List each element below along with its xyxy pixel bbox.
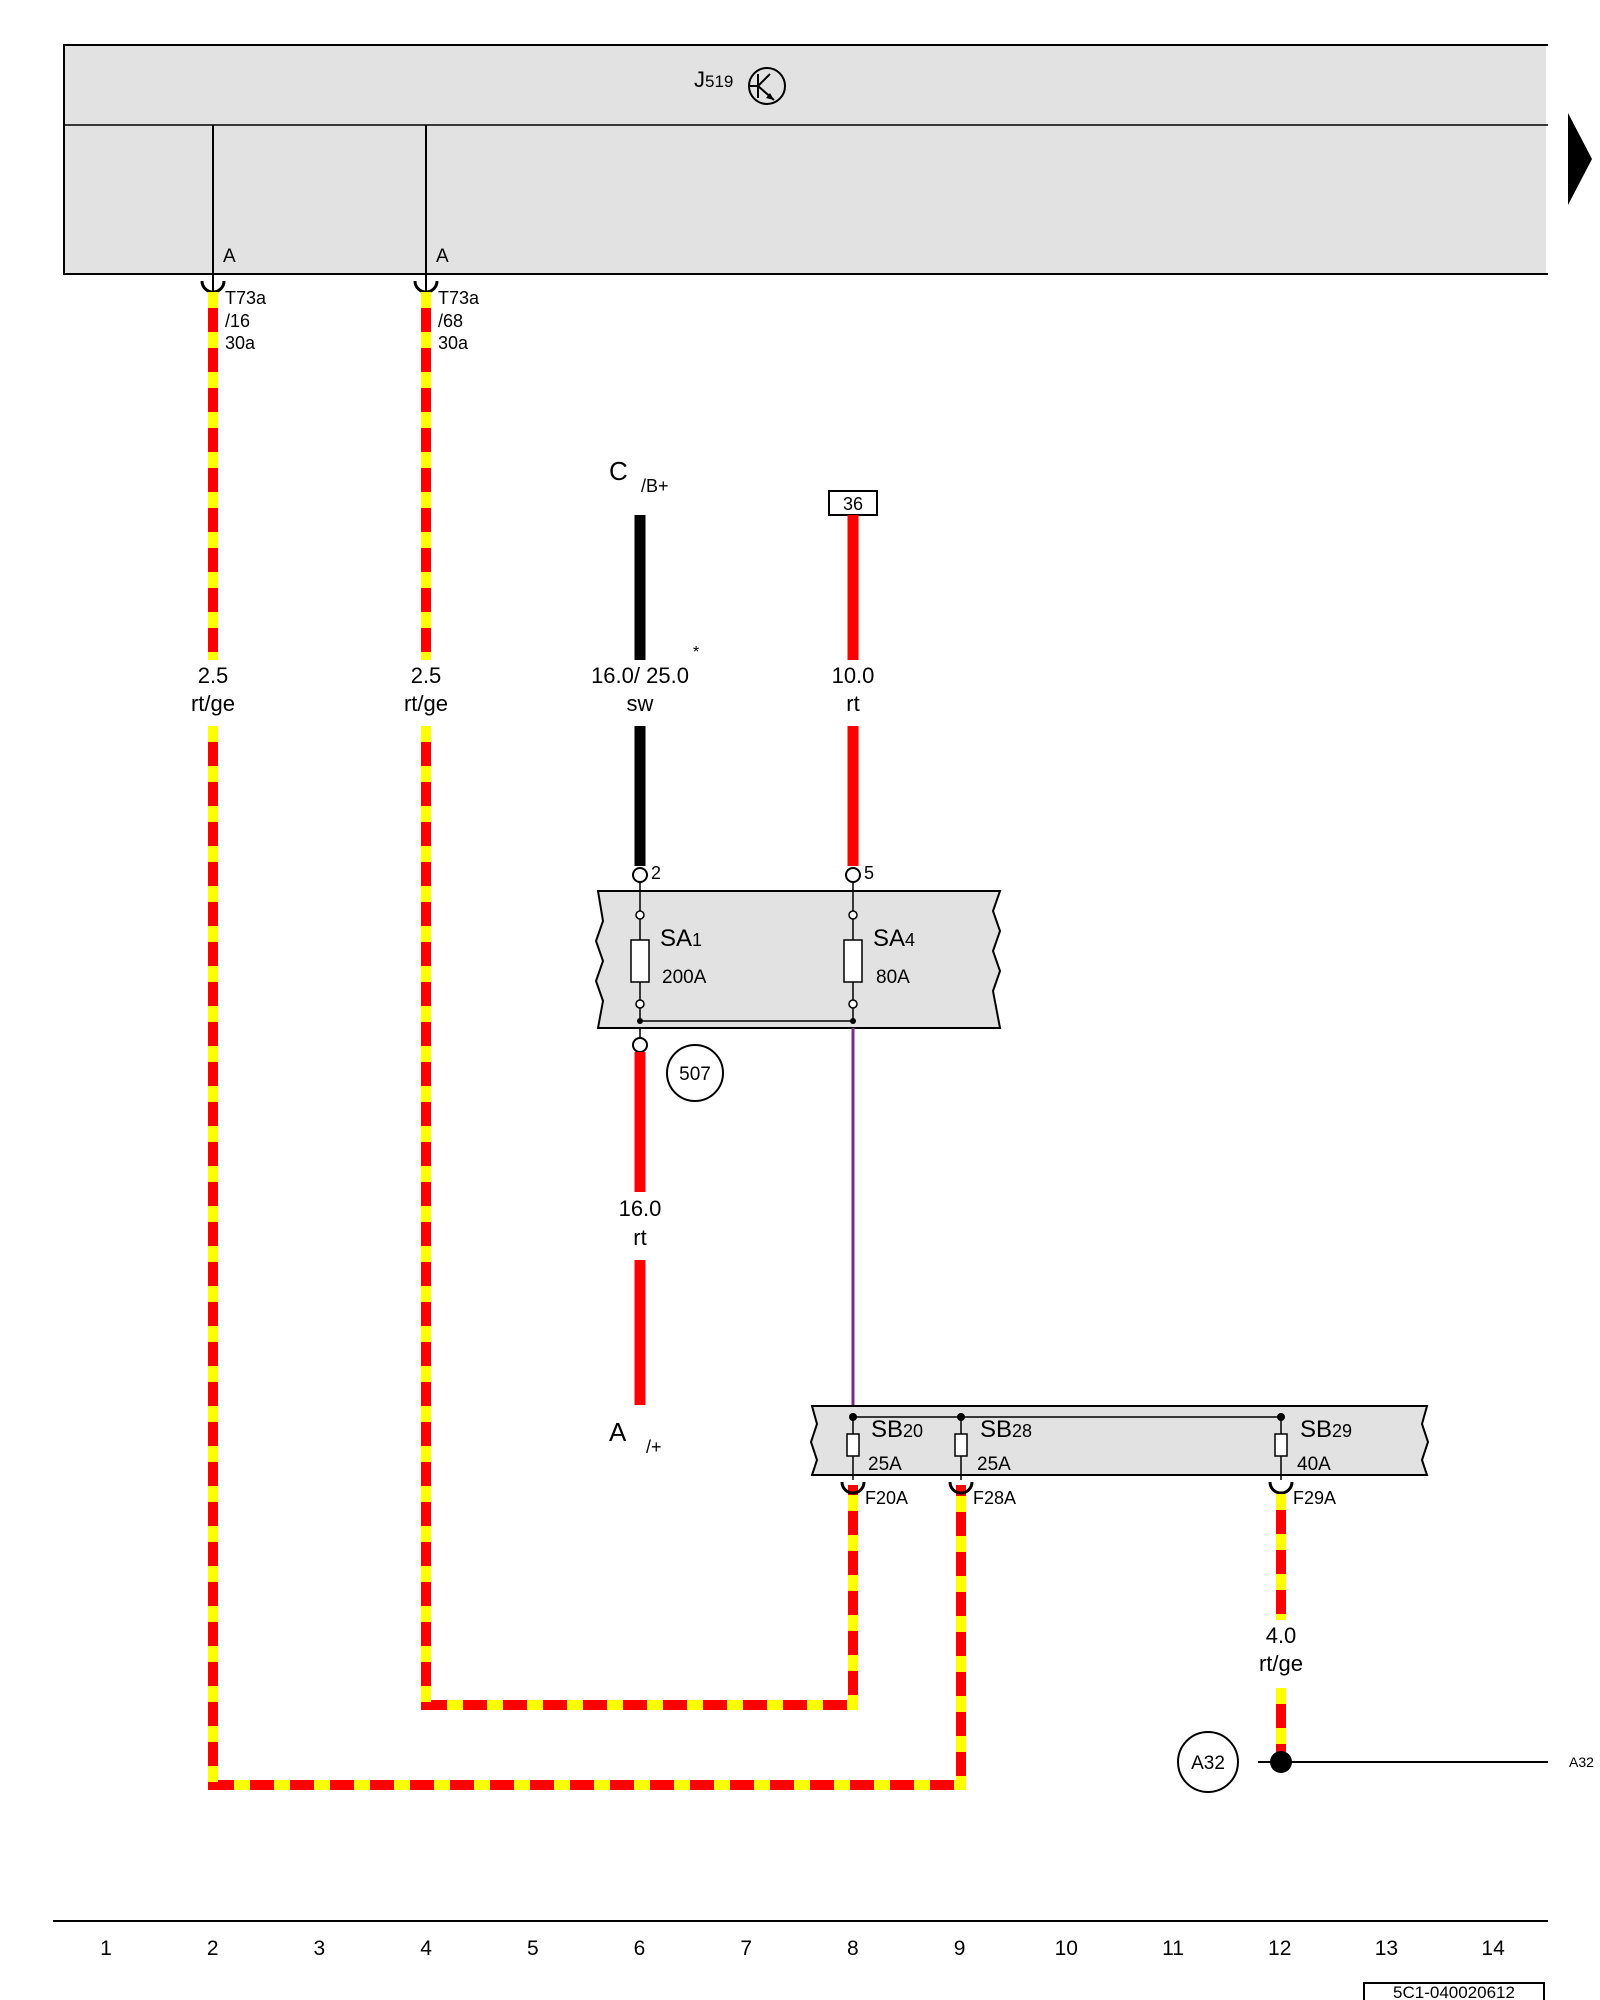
wire-size-label: 2.5: [411, 663, 442, 688]
ruler-number: 5: [527, 1937, 539, 1960]
wire-color-label: sw: [627, 691, 654, 716]
ruler-number: 10: [1055, 1937, 1078, 1960]
svg-text:30a: 30a: [225, 333, 256, 353]
reference-507: 507: [666, 1044, 724, 1102]
wire-2-5-rtge-2: [421, 292, 858, 1710]
wire-size-label: 16.0: [619, 1196, 662, 1221]
wire-2-5-rtge-1: [208, 292, 966, 1790]
wire-size-label: 4.0: [1266, 1623, 1297, 1648]
svg-text:A: A: [436, 246, 449, 267]
svg-text:/16: /16: [225, 311, 250, 331]
ruler-number: 14: [1481, 1937, 1505, 1960]
ruler-number: 1: [100, 1937, 112, 1960]
svg-text:36: 36: [843, 494, 863, 514]
wire-color-label: rt/ge: [191, 691, 235, 716]
continuation-label: A32: [1569, 1754, 1594, 1770]
fuse-sa1-rating: 200A: [662, 967, 707, 988]
wire-size-label: 2.5: [198, 663, 229, 688]
connection-a-plus: A /+: [609, 1417, 662, 1457]
fuse-sb28-icon: [954, 1433, 968, 1457]
wire-color-label: rt/ge: [1259, 1651, 1303, 1676]
svg-text:T73a: T73a: [225, 288, 267, 308]
ruler-number: 12: [1268, 1937, 1291, 1960]
connection-c-bplus: C /B+: [609, 456, 669, 496]
fuse-sb29-rating: 40A: [1297, 1454, 1331, 1475]
ruler-number: 13: [1375, 1937, 1398, 1960]
svg-text:A: A: [609, 1417, 627, 1447]
svg-text:C: C: [609, 456, 628, 486]
fuse-sb20-rating: 25A: [868, 1454, 902, 1475]
transistor-icon: [748, 67, 786, 105]
junction-a32: A32 A32: [1177, 1731, 1594, 1793]
ruler-number: 7: [740, 1937, 752, 1960]
wire-size-label: 10.0: [832, 663, 875, 688]
terminal-f20a: F20A: [865, 1488, 908, 1508]
terminal-f29a: F29A: [1293, 1488, 1336, 1508]
fuse-sb29-icon: [1274, 1433, 1288, 1457]
terminal-f28a: F28A: [973, 1488, 1016, 1508]
wire-color-label: rt: [846, 691, 859, 716]
fuse-sb20-label: SB20: [871, 1416, 923, 1443]
wire-size-label: 16.0/ 25.0: [591, 663, 689, 688]
fuse-sb20-icon: [846, 1433, 860, 1457]
ruler-number: 6: [634, 1937, 646, 1960]
pin-t73a-68: A T73a /68 30a: [413, 246, 480, 353]
document-id: 5C1-040020612: [1363, 1982, 1545, 2000]
svg-text:/+: /+: [646, 1437, 662, 1457]
wire-color-label: rt/ge: [404, 691, 448, 716]
fuse-sb28-rating: 25A: [977, 1454, 1011, 1475]
continuation-arrow-icon: [1568, 113, 1592, 205]
ruler-number: 9: [954, 1937, 966, 1960]
svg-text:/68: /68: [438, 311, 463, 331]
fuse-sa1-icon: [630, 939, 650, 983]
ruler-number: 11: [1162, 1937, 1184, 1960]
ruler-number: 8: [847, 1937, 859, 1960]
fuse-sa4-icon: [843, 939, 863, 983]
svg-text:507: 507: [679, 1064, 711, 1085]
pin-t73a-16: A T73a /16 30a: [200, 246, 267, 353]
fuse-sb29-label: SB29: [1300, 1416, 1352, 1443]
wire-color-label: rt: [633, 1225, 646, 1250]
svg-text:30a: 30a: [438, 333, 469, 353]
svg-text:A32: A32: [1191, 1753, 1225, 1774]
svg-text:5: 5: [864, 863, 874, 883]
control-unit-label: J519: [694, 67, 733, 92]
ruler-number: 2: [207, 1937, 219, 1960]
svg-text:/B+: /B+: [641, 476, 669, 496]
svg-text:2: 2: [651, 863, 661, 883]
footnote-mark: *: [693, 644, 699, 661]
svg-text:T73a: T73a: [438, 288, 480, 308]
ruler-number: 4: [420, 1937, 432, 1960]
fuse-holder-sa: 2 5 SA1 200A SA4 80A: [594, 863, 1002, 1029]
fuse-sb28-label: SB28: [980, 1416, 1032, 1443]
fuse-sa4-label: SA4: [873, 925, 915, 952]
connector-box-36: 36: [828, 490, 878, 516]
svg-text:A: A: [223, 246, 236, 267]
control-unit-j519: J519: [63, 40, 1600, 280]
fuse-sa4-rating: 80A: [876, 967, 910, 988]
fuse-sa1-label: SA1: [660, 925, 702, 952]
ruler-number: 3: [314, 1937, 326, 1960]
fuse-holder-sb: SB20 25A SB28 25A SB29 40A F20A F28A F29…: [809, 1405, 1430, 1508]
